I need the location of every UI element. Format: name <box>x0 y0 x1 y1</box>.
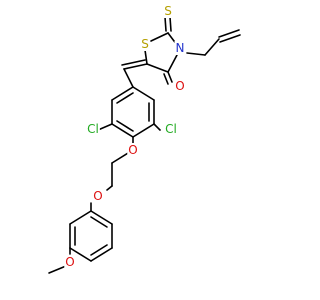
bond-allyl-ch2 <box>186 52 206 56</box>
bond-ring2-c <box>90 247 113 262</box>
bond-ring2-a <box>90 210 113 225</box>
bond-ring1-f-inner <box>116 92 134 104</box>
chlorine-left-label: Cl <box>87 122 99 136</box>
bond-ch-aryl <box>123 68 134 88</box>
bond-ring1-d <box>111 123 134 138</box>
bond-ring1-d-inner <box>116 120 134 132</box>
bond-layer <box>48 16 241 274</box>
bond-ring1-a <box>132 86 155 101</box>
oxygen-methoxy-label: O <box>65 255 74 269</box>
sulfur-thione-label: S <box>164 4 172 18</box>
chlorine-right-label: Cl <box>165 122 177 136</box>
bond-s1-c5 <box>144 49 148 65</box>
atom-label-layer: S S N O Cl Cl O O O <box>64 4 186 269</box>
bond-exocyclic-double-inner <box>121 59 146 66</box>
bond-ring1-f <box>111 86 134 101</box>
bond-allyl-terminal-double-inner <box>219 34 241 43</box>
bond-thione-double <box>164 16 167 32</box>
bond-o-methyl <box>48 265 67 274</box>
molecule-structure: S S N O Cl Cl O O O <box>48 4 241 274</box>
bond-exocyclic-double <box>123 63 148 70</box>
bond-thione-double-inner <box>169 16 172 32</box>
atom-label-background <box>86 122 100 136</box>
bond-carbonyl-double <box>167 71 173 83</box>
bond-ring2-d <box>69 247 92 262</box>
atom-label-background <box>64 255 76 269</box>
bond-o-ch2 <box>111 152 129 164</box>
bond-c4-n <box>167 54 178 73</box>
bond-ring2-c-inner <box>90 244 108 256</box>
bond-ring2-a-inner <box>90 216 108 228</box>
bond-carbonyl-double-inner <box>163 73 169 85</box>
oxygen-carbonyl-label: O <box>175 79 184 93</box>
bond-cl-right <box>153 123 161 131</box>
bond-c2-s1 <box>150 32 169 42</box>
atom-label-background <box>174 41 186 55</box>
bond-allyl-vinyl <box>204 38 220 56</box>
bond-ring2-f <box>69 210 92 225</box>
atom-label-background <box>127 143 139 157</box>
oxygen-ether-phenoxy-label: O <box>93 189 102 203</box>
bond-ch2-o <box>106 185 113 191</box>
atom-label-background <box>174 79 186 93</box>
atom-label-background <box>140 37 150 51</box>
bond-cl-left <box>97 123 113 131</box>
bond-c5-c4 <box>146 63 169 73</box>
nitrogen-label: N <box>176 41 185 55</box>
atom-label-background <box>163 4 173 18</box>
atom-label-background <box>164 122 178 136</box>
bond-allyl-terminal-double <box>218 29 240 38</box>
sulfur-ring-label: S <box>141 37 149 51</box>
atom-label-background <box>92 189 104 203</box>
bond-ring1-c <box>132 123 155 138</box>
oxygen-ether-aryl-label: O <box>128 143 137 157</box>
